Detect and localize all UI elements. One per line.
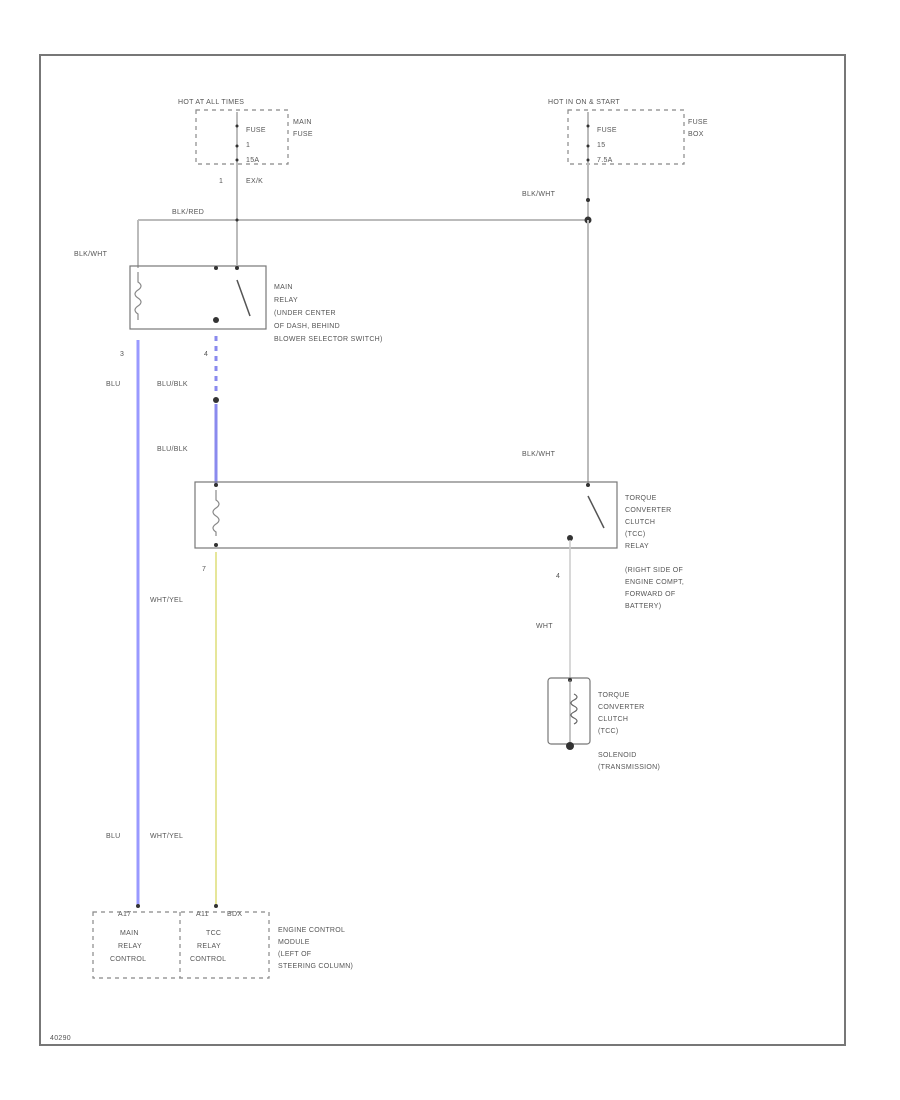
ecm-right-cell-3: CONTROL <box>190 956 226 963</box>
wire-label-blk-wht-top-left: BLK/WHT <box>74 251 108 258</box>
wire-label-wht-yel-1: WHT/YEL <box>150 597 183 604</box>
ecm-pin-left: A17 <box>118 911 131 918</box>
tcc-relay-pin-right: 4 <box>556 573 560 580</box>
wire-label-wht-yel-2: WHT/YEL <box>150 833 183 840</box>
tcc-relay-label-8: FORWARD OF <box>625 591 675 598</box>
wire-label-blk-wht-mid: BLK/WHT <box>522 451 556 458</box>
tcc-solenoid-label-2: CONVERTER <box>598 704 645 711</box>
main-fuse-box: HOT AT ALL TIMES FUSE 1 15A MAIN FUSE 1 … <box>178 99 313 265</box>
main-fuse-rating: 15A <box>246 157 259 164</box>
wire-label-blk-red: BLK/RED <box>172 209 204 216</box>
fuse-box-header: HOT IN ON & START <box>548 99 620 106</box>
main-relay: MAIN RELAY (UNDER CENTER OF DASH, BEHIND… <box>129 265 383 343</box>
tcc-relay-pin-left: 7 <box>202 566 206 573</box>
ecm-left-cell-1: MAIN <box>120 930 139 937</box>
tcc-relay-label-2: CONVERTER <box>625 507 672 514</box>
tcc-solenoid-label-3: CLUTCH <box>598 716 628 723</box>
tcc-relay-label-9: BATTERY) <box>625 603 661 610</box>
ecm-left-cell-3: CONTROL <box>110 956 146 963</box>
engine-control-module: A17 A11 BDX MAIN RELAY CONTROL TCC RELAY… <box>92 911 353 979</box>
fuse-box-fuse-label: FUSE <box>597 127 617 134</box>
wire-label-blu: BLU <box>106 381 121 388</box>
ecm-label-1: ENGINE CONTROL <box>278 927 345 934</box>
main-fuse-pin-label: EX/K <box>246 178 263 185</box>
main-fuse-fuse-label: FUSE <box>246 127 266 134</box>
main-relay-pin-right: 4 <box>204 351 208 358</box>
main-relay-pin-left: 3 <box>120 351 124 358</box>
tcc-solenoid: TORQUE CONVERTER CLUTCH (TCC) SOLENOID (… <box>547 677 660 771</box>
footer-code: 40290 <box>50 1035 71 1042</box>
tcc-relay-label-6: (RIGHT SIDE OF <box>625 567 683 574</box>
tcc-solenoid-label-6: (TRANSMISSION) <box>598 764 660 771</box>
wire-label-blu-bottom: BLU <box>106 833 121 840</box>
main-fuse-box-label-2: FUSE <box>293 131 313 138</box>
fuse-box-label-1: FUSE <box>688 119 708 126</box>
ecm-label-4: STEERING COLUMN) <box>278 963 353 970</box>
tcc-solenoid-label-4: (TCC) <box>598 728 619 735</box>
ecm-left-cell-2: RELAY <box>118 943 142 950</box>
diagram-frame <box>39 54 846 1046</box>
tcc-relay-label-5: RELAY <box>625 543 649 550</box>
wire-label-wht: WHT <box>536 623 553 630</box>
fuse-box: HOT IN ON & START FUSE 15 7.5A FUSE BOX <box>548 99 708 218</box>
ecm-label-2: MODULE <box>278 939 310 946</box>
tcc-relay-label-7: ENGINE COMPT, <box>625 579 684 586</box>
wire-label-blu-blk-1: BLU/BLK <box>157 381 188 388</box>
ecm-pin-right: A11 <box>196 911 209 918</box>
main-relay-label-4: OF DASH, BEHIND <box>274 323 340 330</box>
tcc-relay: TORQUE CONVERTER CLUTCH (TCC) RELAY (RIG… <box>194 481 684 610</box>
wire-label-blu-blk-2: BLU/BLK <box>157 446 188 453</box>
ecm-right-cell-2: RELAY <box>197 943 221 950</box>
main-relay-label-2: RELAY <box>274 297 298 304</box>
main-relay-label-3: (UNDER CENTER <box>274 310 336 317</box>
main-fuse-pin: 1 <box>219 178 223 185</box>
main-fuse-number: 1 <box>246 142 250 149</box>
fuse-box-number: 15 <box>597 142 605 149</box>
tcc-relay-label-4: (TCC) <box>625 531 646 538</box>
main-fuse-box-label-1: MAIN <box>293 119 312 126</box>
fuse-box-label-2: BOX <box>688 131 704 138</box>
main-relay-label-1: MAIN <box>274 284 293 291</box>
tcc-solenoid-label-5: SOLENOID <box>598 752 637 759</box>
ecm-label-3: (LEFT OF <box>278 951 311 958</box>
main-fuse-header: HOT AT ALL TIMES <box>178 99 244 106</box>
ecm-connector: BDX <box>227 911 242 918</box>
fuse-box-rating: 7.5A <box>597 157 613 164</box>
tcc-relay-label-1: TORQUE <box>625 495 657 502</box>
main-relay-label-5: BLOWER SELECTOR SWITCH) <box>274 336 383 343</box>
tcc-solenoid-label-1: TORQUE <box>598 692 630 699</box>
ecm-right-cell-1: TCC <box>206 930 221 937</box>
wire-label-blk-wht-top-right: BLK/WHT <box>522 191 556 198</box>
tcc-relay-label-3: CLUTCH <box>625 519 655 526</box>
